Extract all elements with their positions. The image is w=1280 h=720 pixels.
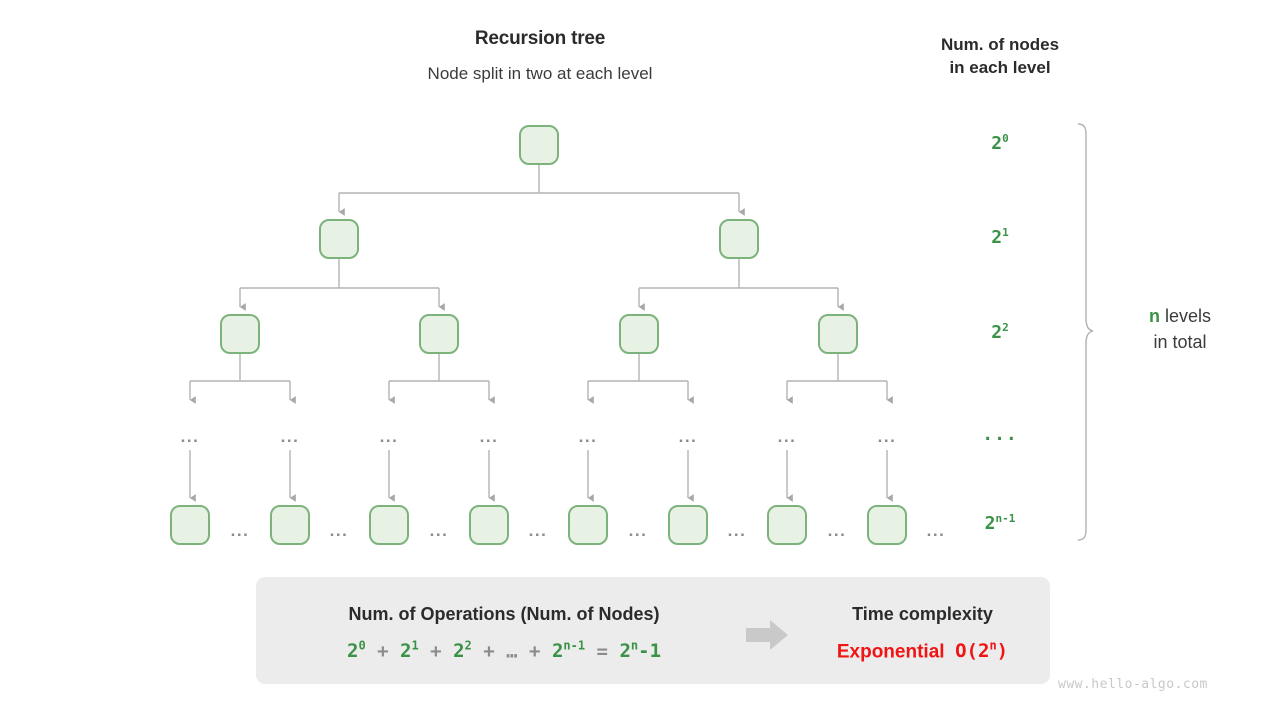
nodes-per-level-title-line2: in each level xyxy=(949,58,1051,77)
level-count-0: 20 xyxy=(991,132,1009,154)
levels-note-line2: in total xyxy=(1153,332,1207,352)
leaf-gap-ellipsis: ... xyxy=(727,521,747,540)
page-subtitle: Node split in two at each level xyxy=(427,64,653,83)
leaf-gap-ellipsis: ... xyxy=(429,521,449,540)
level-count-2: 22 xyxy=(991,321,1009,343)
complexity-word: Exponential xyxy=(836,641,945,663)
leaf-gap-ellipsis: ... xyxy=(528,521,548,540)
right-arrow-icon xyxy=(746,620,788,650)
time-complexity-title: Time complexity xyxy=(852,604,993,624)
leaf-gap-ellipsis: ... xyxy=(628,521,648,540)
leaf-gap-ellipsis: ... xyxy=(329,521,349,540)
tree-ellipsis: ... xyxy=(777,427,797,446)
tree-ellipsis: ... xyxy=(678,427,698,446)
nodes-per-level-title-line1: Num. of nodes xyxy=(940,35,1060,54)
levels-note-line1: levels xyxy=(1159,306,1212,326)
level-count-1: 21 xyxy=(991,226,1009,248)
operations-formula: 20 + 21 + 22 + … + 2n-1 = 2n-1 xyxy=(346,639,662,663)
complexity-big-o: O(2n) xyxy=(955,639,1009,663)
time-complexity-value: Exponential O(2n) xyxy=(800,639,1045,663)
watermark: www.hello-algo.com xyxy=(1058,677,1208,692)
summary-panel xyxy=(256,577,1050,684)
tree-ellipsis: ... xyxy=(578,427,598,446)
level-count-last: 2n-1 xyxy=(984,512,1016,534)
levels-brace xyxy=(1077,123,1094,541)
leaf-gap-ellipsis: ... xyxy=(926,521,946,540)
total-levels-note: n levels in total xyxy=(1105,303,1255,355)
tree-ellipsis: ... xyxy=(280,427,300,446)
tree-ellipsis: ... xyxy=(479,427,499,446)
level-count-ellipsis: ... xyxy=(982,424,1018,445)
leaf-gap-ellipsis: ... xyxy=(827,521,847,540)
operations-title: Num. of Operations (Num. of Nodes) xyxy=(348,604,660,624)
levels-n-highlight: n xyxy=(1148,306,1160,326)
nodes-per-level-title: Num. of nodes in each level xyxy=(900,33,1100,79)
leaf-gap-ellipsis: ... xyxy=(230,521,250,540)
page-title: Recursion tree xyxy=(474,28,606,49)
tree-ellipsis: ... xyxy=(180,427,200,446)
tree-ellipsis: ... xyxy=(379,427,399,446)
tree-ellipsis: ... xyxy=(877,427,897,446)
